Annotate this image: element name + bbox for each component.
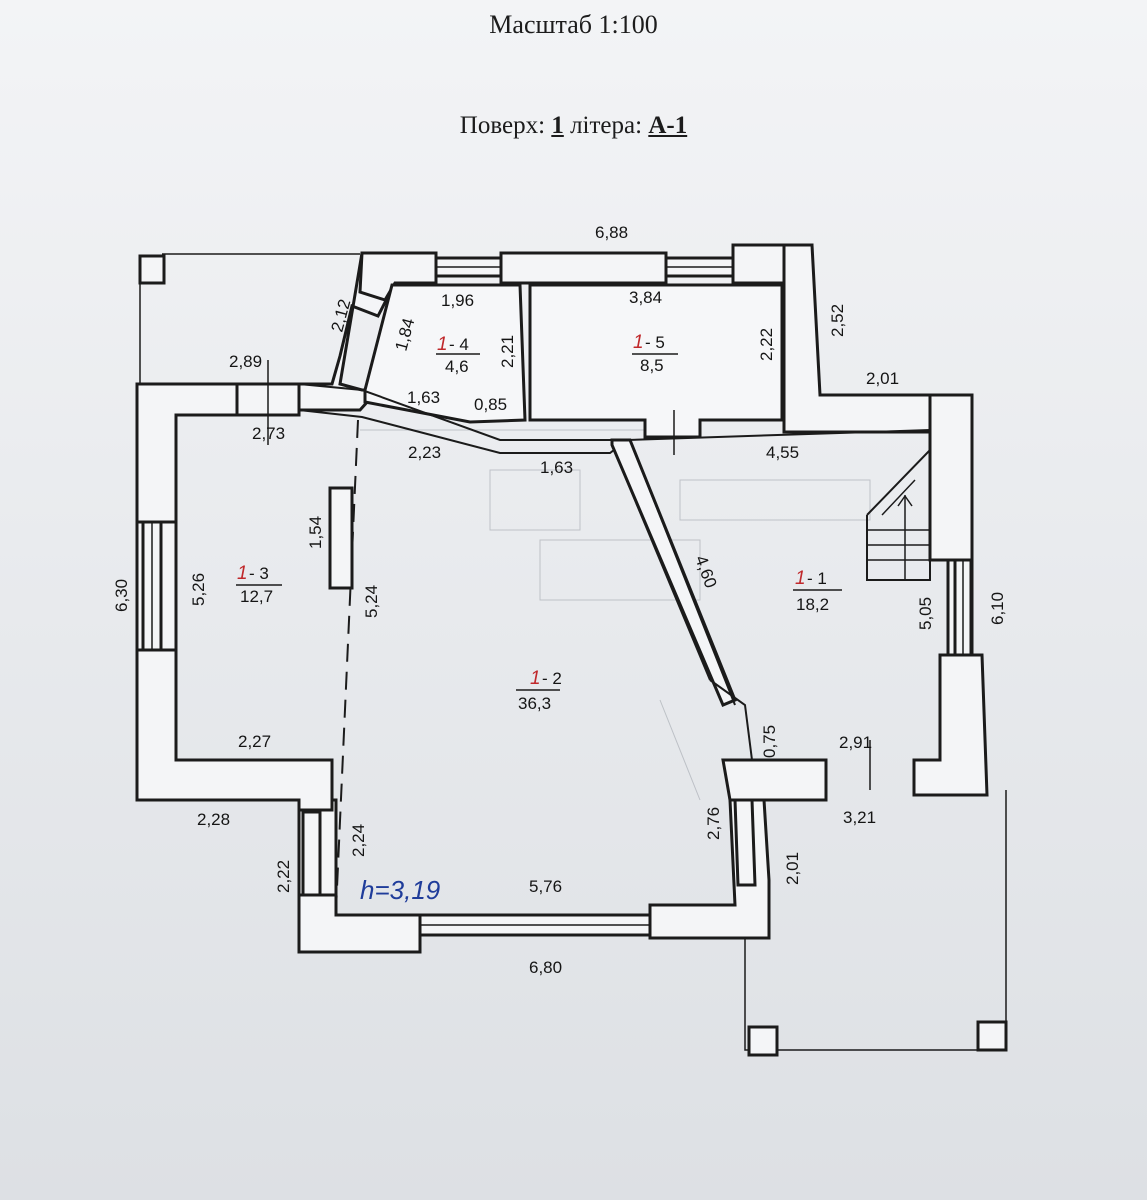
svg-text:1: 1 — [530, 668, 541, 689]
svg-text:1: 1 — [237, 563, 248, 584]
dim-154: 1,54 — [306, 516, 325, 549]
room-label-1-1: 1 - 1 18,2 — [793, 568, 842, 614]
room-label-1-5: 1 - 5 8,5 — [632, 332, 678, 375]
dim-201-top: 2,01 — [866, 369, 899, 388]
dim-228: 2,28 — [197, 810, 230, 829]
svg-text:- 1: - 1 — [807, 569, 827, 588]
dim-201-br: 2,01 — [783, 852, 802, 885]
room-area-1-1: 18,2 — [796, 595, 829, 614]
room-area-1-3: 12,7 — [240, 587, 273, 606]
dim-163-r4: 1,63 — [407, 388, 440, 407]
dim-384: 3,84 — [629, 288, 662, 307]
column-bottom-right — [976, 1020, 1008, 1052]
dim-196: 1,96 — [441, 291, 474, 310]
dim-505: 5,05 — [916, 597, 935, 630]
scale-title: Масштаб 1:100 — [489, 10, 658, 39]
dim-526: 5,26 — [189, 573, 208, 606]
letter-label: літера: — [570, 112, 643, 139]
dim-291: 2,91 — [839, 733, 872, 752]
dim-576: 5,76 — [529, 877, 562, 896]
column-bottom-left — [747, 1025, 779, 1057]
svg-text:- 3: - 3 — [249, 564, 269, 583]
room-area-1-5: 8,5 — [640, 356, 664, 375]
dim-163-mid: 1,63 — [540, 458, 573, 477]
terrace-outline-bottom-right — [744, 790, 1007, 1051]
floor-label: Поверх: — [459, 112, 546, 139]
svg-text:1: 1 — [633, 332, 644, 353]
floor-value: 1 — [551, 112, 564, 139]
dim-276: 2,76 — [704, 807, 723, 840]
dim-223: 2,23 — [408, 443, 441, 462]
dim-224: 2,24 — [349, 824, 368, 857]
svg-text:- 4: - 4 — [449, 335, 469, 354]
dim-222-bl: 2,22 — [274, 860, 293, 893]
partitions — [141, 266, 973, 926]
dim-085: 0,85 — [474, 395, 507, 414]
dimension-labels: 6,88 1,96 1,84 2,21 1,63 0,85 2,12 3,84 … — [112, 223, 1007, 977]
svg-text:- 5: - 5 — [645, 333, 665, 352]
room-area-1-2: 36,3 — [518, 694, 551, 713]
dim-top-688: 6,88 — [595, 223, 628, 242]
room-label-1-4: 1 - 4 4,6 — [436, 334, 480, 376]
floor-subtitle: Поверх: 1 літера: А-1 — [0, 112, 1147, 140]
column-top-left — [138, 254, 166, 285]
room-label-1-3: 1 - 3 12,7 — [236, 563, 282, 606]
dim-289: 2,89 — [229, 352, 262, 371]
dim-252: 2,52 — [828, 304, 847, 337]
letter-value: А-1 — [648, 112, 688, 139]
terrace-outline-top-left — [139, 253, 360, 385]
svg-text:- 2: - 2 — [542, 669, 562, 688]
dim-630: 6,30 — [112, 579, 131, 612]
room-label-1-2: 1 - 2 36,3 — [516, 668, 562, 713]
dim-075: 0,75 — [760, 725, 779, 758]
dim-460: 4,60 — [691, 553, 720, 591]
ghost-marks — [360, 429, 871, 801]
staircase — [866, 447, 931, 581]
dim-221: 2,21 — [498, 335, 517, 368]
dim-273: 2,73 — [252, 424, 285, 443]
room-area-1-4: 4,6 — [445, 357, 469, 376]
dim-524: 5,24 — [362, 585, 381, 618]
svg-text:1: 1 — [795, 568, 806, 589]
dim-455: 4,55 — [766, 443, 799, 462]
dim-680: 6,80 — [529, 958, 562, 977]
dim-222: 2,22 — [757, 328, 776, 361]
dim-227: 2,27 — [238, 732, 271, 751]
ceiling-height-note: h=3,19 — [360, 875, 440, 905]
dim-321: 3,21 — [843, 808, 876, 827]
dim-610: 6,10 — [988, 592, 1007, 625]
svg-text:1: 1 — [437, 334, 448, 355]
